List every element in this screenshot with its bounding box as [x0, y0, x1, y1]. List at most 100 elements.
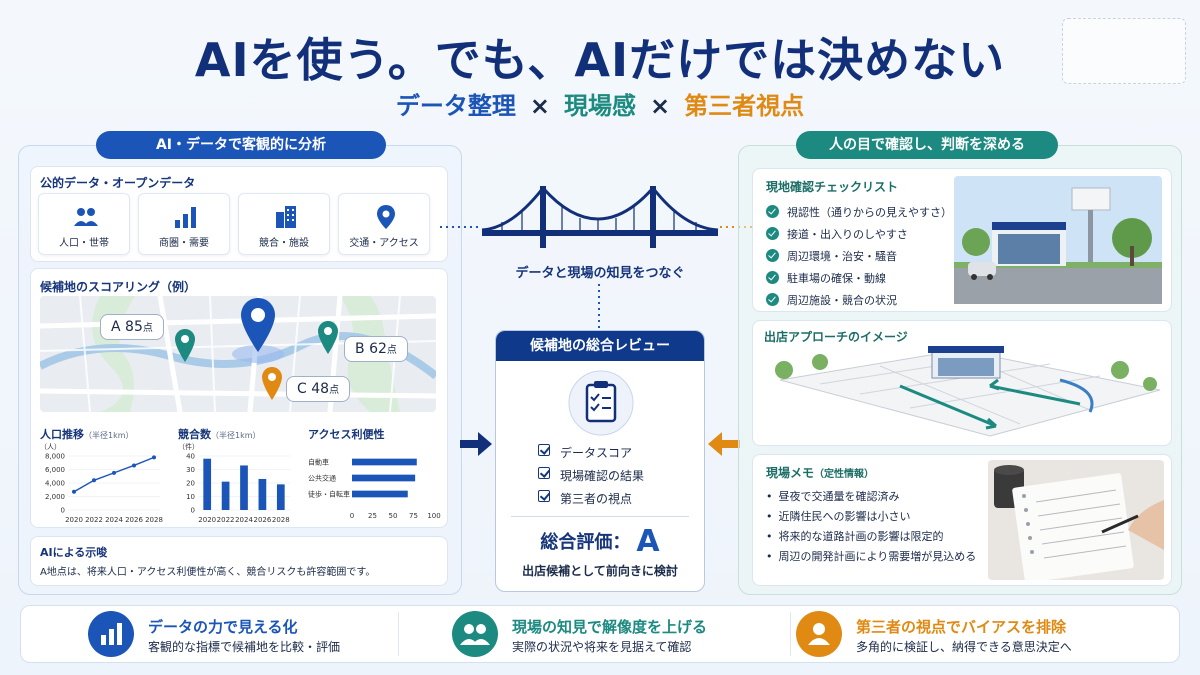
y-tick-label: 2,000 [45, 493, 65, 501]
tile-traffic[interactable]: 交通・アクセス [338, 193, 430, 255]
check-circle-icon [766, 249, 779, 262]
checklist-title: 現地確認チェックリスト [766, 180, 899, 194]
x-tick-label: 2026 [125, 516, 143, 524]
x-tick-label: 2022 [85, 516, 103, 524]
checklist-item: 接道・出入りのしやすさ [766, 226, 908, 242]
bottom-divider [398, 612, 399, 656]
x-tick-label: 75 [409, 512, 418, 520]
person-icon [808, 623, 830, 645]
bar-chart-icon [175, 207, 196, 228]
y-tick-label: 0 [191, 507, 195, 515]
bottom-title-field: 現場の知見で解像度を上げる [512, 618, 708, 636]
bottom-text-third-party: 多角的に検証し、納得できる意思決定へ [856, 640, 1072, 654]
bridge-caption: データと現場の知見をつなぐ [515, 266, 685, 281]
people-icon [74, 208, 98, 226]
y-tick-label: 30 [186, 466, 195, 474]
x-tick-label: 2022 [217, 516, 235, 524]
clipboard-icon [568, 370, 634, 436]
y-category-label: 公共交通 [308, 474, 336, 483]
checklist-item: 駐車場の確保・動線 [766, 270, 886, 286]
y-category-label: 自動車 [308, 458, 329, 467]
candidate-map[interactable]: A 85点 B 62点 C 48点 [40, 296, 436, 412]
check-icon [538, 467, 550, 479]
memo-item: 昼夜で交通量を確認済み [766, 488, 900, 504]
x-tick-label: 50 [389, 512, 398, 520]
callout-a: A 85点 [100, 314, 164, 340]
x-tick-label: 2020 [198, 516, 216, 524]
approach-sketch [775, 346, 1161, 437]
right-pill: 人の目で確認し、判断を深める [796, 131, 1058, 159]
x-tick-label: 25 [368, 512, 377, 520]
arrow-left-icon [708, 432, 740, 456]
subtitle-data: データ整理 [395, 92, 516, 120]
y-tick-label: 6,000 [45, 466, 65, 474]
page-title: AIを使う。でも、AIだけでは決めない [194, 33, 1006, 87]
competitor-bar [240, 465, 248, 510]
access-bar [352, 458, 417, 466]
center-dotted-connector [598, 284, 600, 328]
tile-competitors[interactable]: 競合・施設 [238, 193, 330, 255]
bottom-icon-field [452, 611, 498, 657]
x-tick-label: 0 [350, 512, 354, 520]
left-pill: AI・データで客観的に分析 [96, 131, 386, 159]
open-data-title: 公的データ・オープンデータ [40, 176, 196, 190]
x-tick-label: 2028 [145, 516, 163, 524]
chart-access-title: アクセス利便性 [308, 428, 385, 441]
memo-title: 現場メモ（定性情報） [766, 466, 875, 480]
bottom-strip [20, 605, 1180, 663]
arrow-right-icon [460, 432, 492, 456]
check-circle-icon [766, 205, 779, 218]
subtitle-third-party: 第三者視点 [684, 92, 805, 120]
review-title: 候補地の総合レビュー [496, 331, 704, 361]
access-bar [352, 474, 416, 482]
chart-population-ylabel: （人） [40, 443, 61, 451]
y-tick-label: 40 [186, 453, 195, 461]
bottom-title-third-party: 第三者の視点でバイアスを排除 [856, 618, 1067, 636]
people-icon [460, 624, 490, 645]
pin-b2-icon[interactable] [316, 320, 340, 356]
competitor-bar [203, 458, 212, 510]
insight-text: A地点は、将来人口・アクセス利便性が高く、競合リスクも許容範囲です。 [40, 567, 376, 578]
check-icon [538, 444, 550, 456]
tile-trade-area[interactable]: 商圏・需要 [138, 193, 230, 255]
check-circle-icon [766, 271, 779, 284]
chart-competitors-title: 競合数（半径1km） [178, 428, 261, 441]
review-divider [511, 516, 689, 517]
review-item-field-check: 現場確認の結果 [538, 467, 644, 484]
chart-population-title: 人口推移（半径1km） [40, 428, 134, 441]
callout-b: B 62点 [344, 336, 408, 362]
x-tick-label: 2024 [105, 516, 123, 524]
checklist-item: 周辺施設・競合の状況 [766, 292, 897, 308]
y-category-label: 徒歩・自転車 [308, 490, 350, 499]
chart-competitors-ylabel: （件） [178, 443, 199, 451]
y-tick-label: 10 [186, 493, 195, 501]
left-dotted-connector [440, 226, 480, 228]
bridge-icon [481, 186, 719, 248]
x-tick-label: 2024 [235, 516, 253, 524]
map-pin-icon [377, 205, 395, 229]
competitor-bar [221, 481, 230, 510]
y-tick-label: 20 [186, 480, 195, 488]
insight-card [30, 536, 448, 586]
competitor-bar [276, 484, 285, 510]
page-subtitle: データ整理×現場感×第三者視点 [395, 92, 805, 120]
bar-chart-icon [101, 623, 122, 645]
rating-note: 出店候補として前向きに検討 [522, 564, 678, 578]
population-point [152, 455, 156, 460]
pin-a-icon[interactable] [238, 296, 278, 356]
building-icon [276, 206, 296, 228]
review-item-data-score: データスコア [538, 444, 632, 461]
approach-title: 出店アプローチのイメージ [764, 330, 908, 344]
pin-b-icon[interactable] [173, 328, 197, 364]
bottom-divider [790, 612, 791, 656]
tile-population[interactable]: 人口・世帯 [38, 193, 130, 255]
y-tick-label: 8,000 [45, 453, 65, 461]
overall-rating: 総合評価：A [540, 524, 660, 559]
scoring-title: 候補地のスコアリング（例） [40, 280, 197, 294]
pin-c-icon[interactable] [260, 366, 284, 402]
x-tick-label: 100 [427, 512, 440, 520]
bottom-icon-data [88, 611, 134, 657]
